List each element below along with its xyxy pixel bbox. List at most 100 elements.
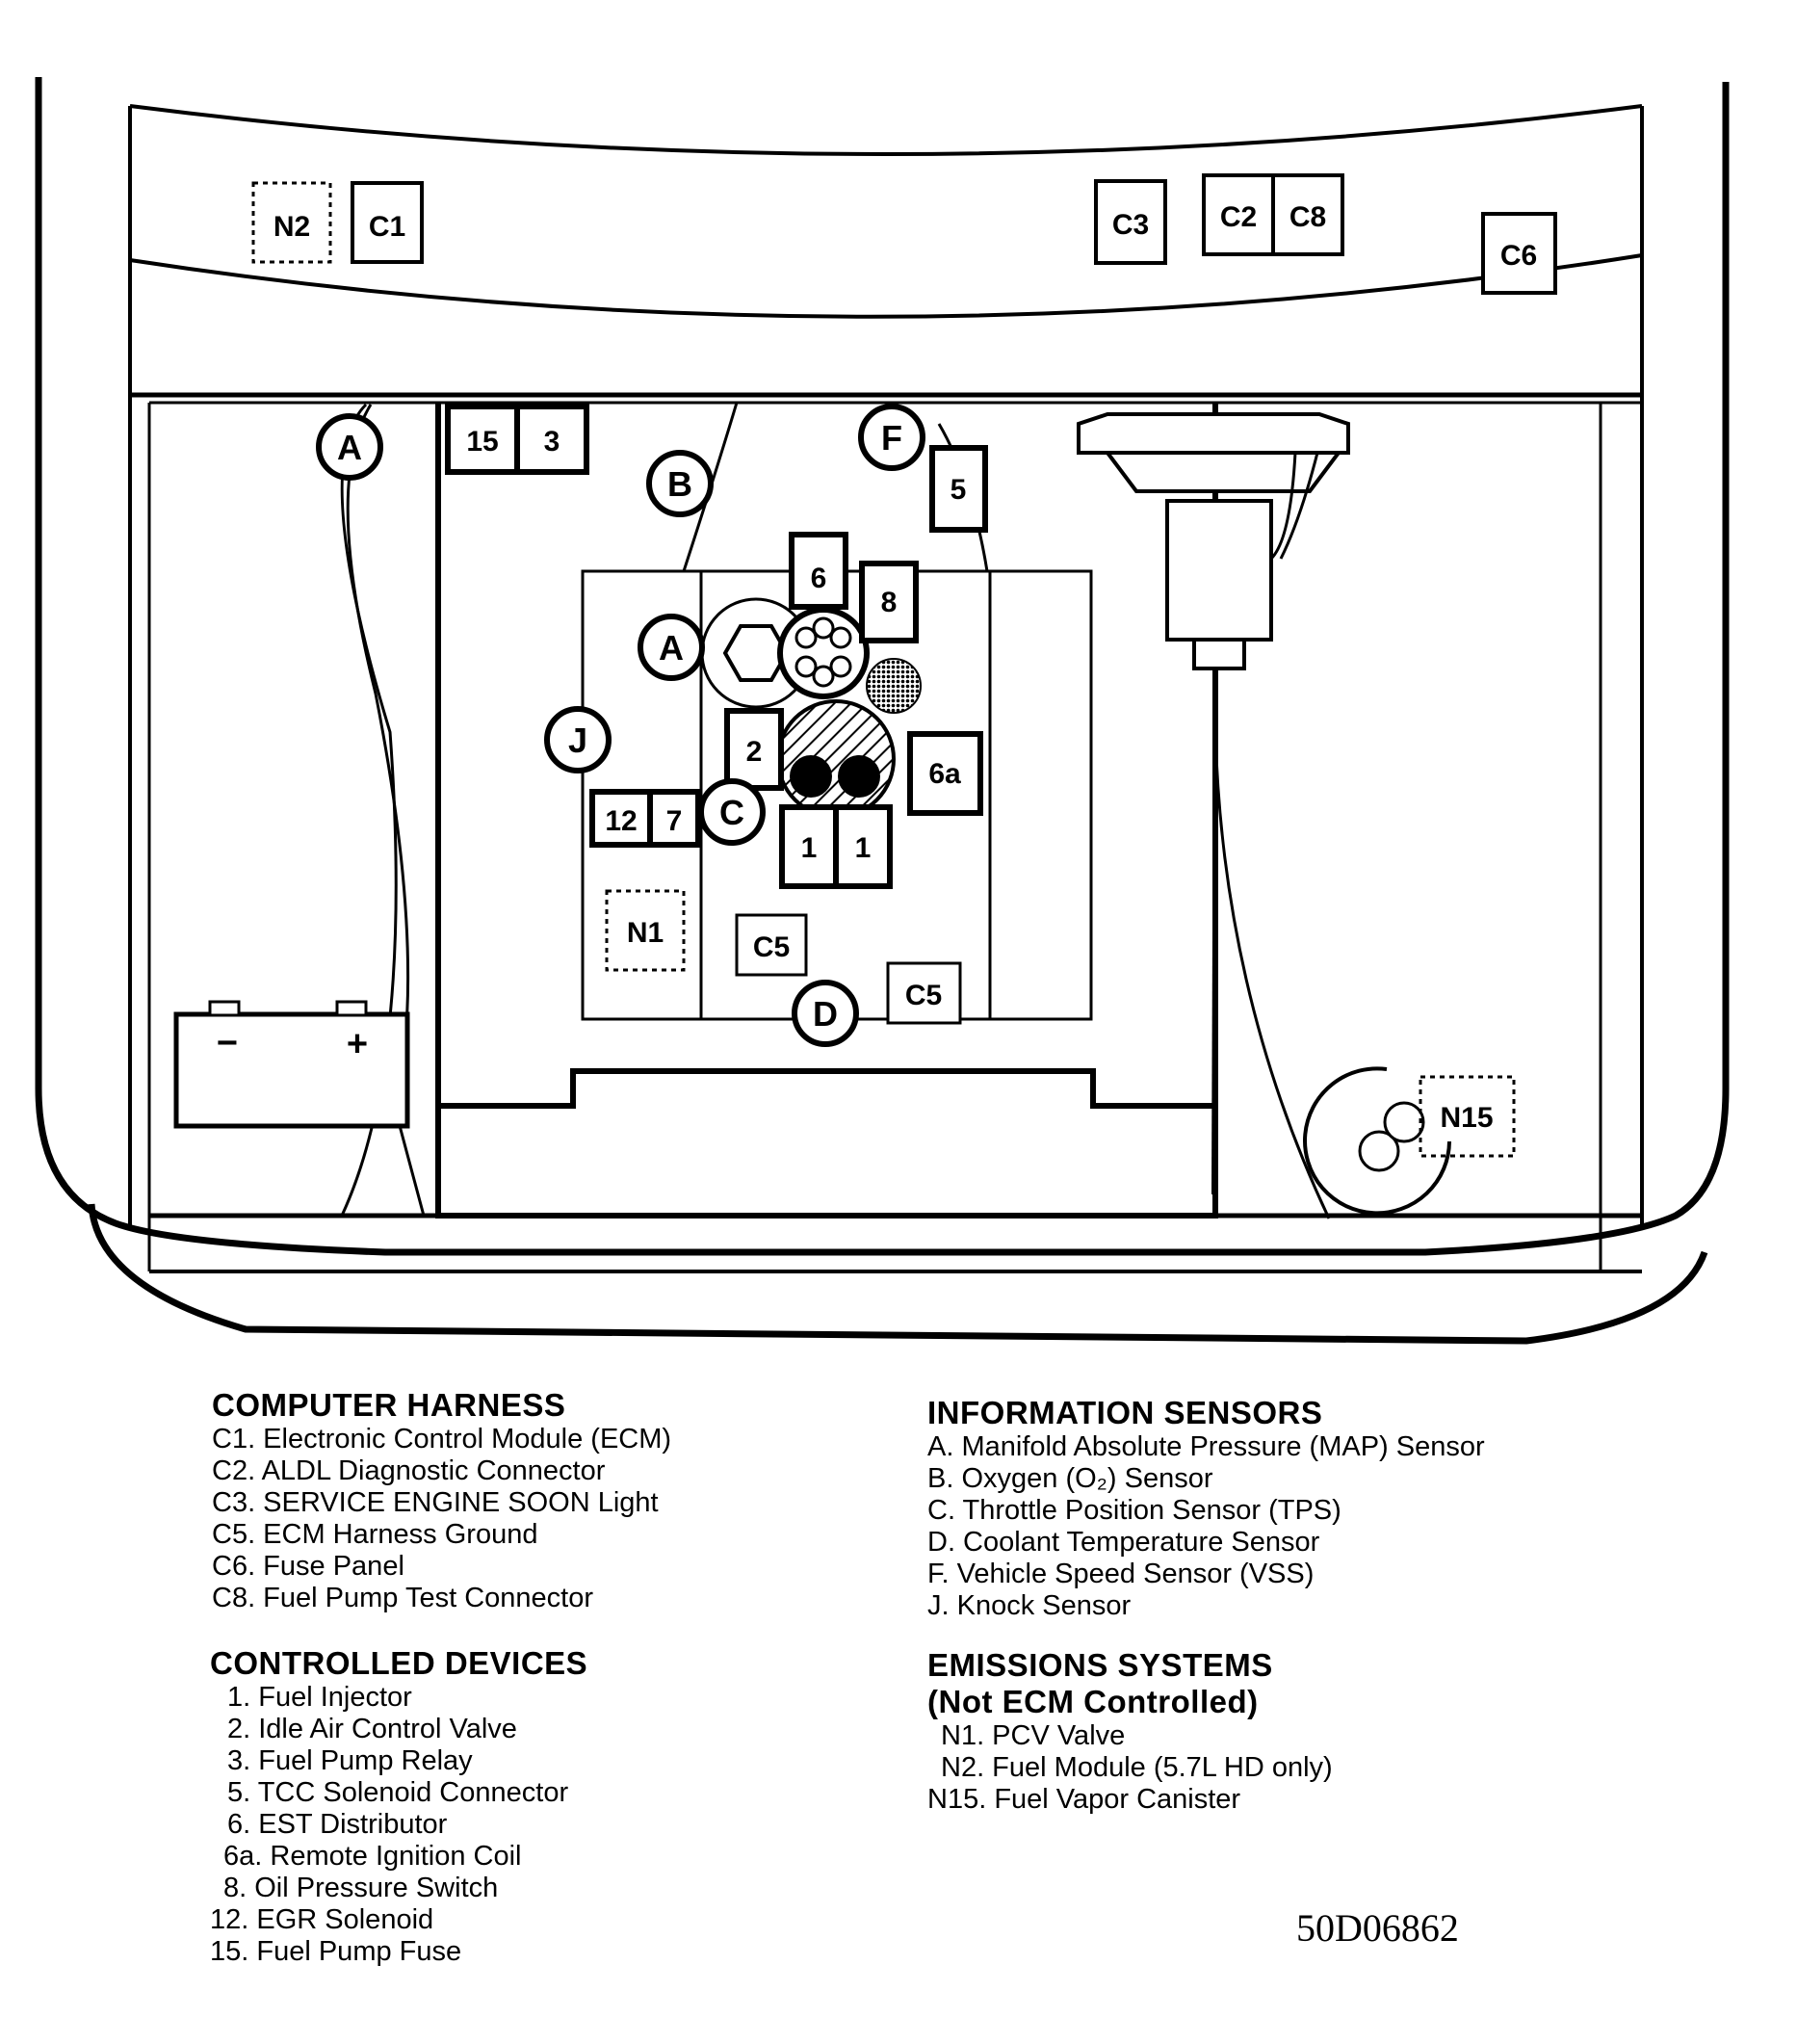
svg-text:J: J bbox=[568, 721, 587, 760]
svg-text:7: 7 bbox=[666, 805, 683, 837]
fuel-vapor-canister bbox=[1303, 1066, 1451, 1216]
sensor-c-callout: C bbox=[698, 778, 766, 846]
ecm-ground-c5-box-upper: C5 bbox=[735, 913, 808, 977]
list-item: A. Manifold Absolute Pressure (MAP) Sens… bbox=[927, 1431, 1485, 1462]
distributor-area bbox=[700, 597, 922, 819]
fuel-pump-relay-3-box: 3 bbox=[514, 404, 589, 475]
svg-text:6a: 6a bbox=[928, 758, 961, 790]
c3-service-light-box: C3 bbox=[1094, 179, 1167, 265]
svg-text:2: 2 bbox=[746, 736, 763, 768]
list-item: 1. Fuel Injector bbox=[227, 1682, 412, 1713]
list-item: 2. Idle Air Control Valve bbox=[227, 1714, 517, 1744]
information-sensors-list: A. Manifold Absolute Pressure (MAP) Sens… bbox=[927, 1431, 1485, 1622]
list-item: C. Throttle Position Sensor (TPS) bbox=[927, 1495, 1341, 1526]
sensor-a-callout-left: A bbox=[316, 413, 383, 481]
controlled-devices-heading: CONTROLLED DEVICES bbox=[210, 1645, 588, 1681]
information-sensors-heading: INFORMATION SENSORS bbox=[927, 1395, 1323, 1430]
computer-harness-heading: COMPUTER HARNESS bbox=[212, 1387, 566, 1423]
svg-text:12: 12 bbox=[605, 805, 637, 837]
battery: − + bbox=[173, 1000, 410, 1129]
list-item: C5. ECM Harness Ground bbox=[212, 1519, 538, 1550]
fuel-injector-1-box-right: 1 bbox=[833, 804, 893, 889]
svg-text:C5: C5 bbox=[905, 980, 942, 1011]
list-item: J. Knock Sensor bbox=[927, 1590, 1132, 1621]
svg-text:5: 5 bbox=[951, 474, 967, 506]
fuel-pump-fuse-15-box: 15 bbox=[445, 404, 520, 475]
legend-emissions-systems: EMISSIONS SYSTEMS (Not ECM Controlled) N… bbox=[927, 1647, 1333, 1816]
emissions-systems-list: N1. PCV Valve N2. Fuel Module (5.7L HD o… bbox=[927, 1720, 1333, 1816]
list-item: 6. EST Distributor bbox=[227, 1809, 448, 1840]
svg-text:F: F bbox=[881, 418, 902, 458]
sensor-f-callout: F bbox=[858, 404, 925, 471]
svg-text:B: B bbox=[667, 464, 692, 504]
list-item: C2. ALDL Diagnostic Connector bbox=[212, 1455, 606, 1486]
svg-text:6: 6 bbox=[811, 563, 827, 594]
sensor-d-callout: D bbox=[792, 980, 859, 1047]
svg-text:1: 1 bbox=[801, 832, 818, 864]
list-item: 12. EGR Solenoid bbox=[210, 1904, 434, 1935]
tcc-solenoid-5-box: 5 bbox=[929, 445, 988, 533]
controlled-devices-list: 1. Fuel Injector 2. Idle Air Control Val… bbox=[210, 1682, 587, 1968]
remote-ignition-coil-6a-box: 6a bbox=[907, 731, 983, 816]
svg-text:C8: C8 bbox=[1289, 201, 1326, 233]
legend-controlled-devices: CONTROLLED DEVICES 1. Fuel Injector 2. I… bbox=[210, 1645, 587, 1968]
list-item: 5. TCC Solenoid Connector bbox=[227, 1777, 569, 1808]
list-item: D. Coolant Temperature Sensor bbox=[927, 1527, 1320, 1558]
fuel-injector-1-box-left: 1 bbox=[779, 804, 839, 889]
list-item: N2. Fuel Module (5.7L HD only) bbox=[941, 1752, 1333, 1783]
list-item: B. Oxygen (O₂) Sensor bbox=[927, 1463, 1213, 1494]
ecm-ground-c5-box-lower: C5 bbox=[886, 961, 962, 1025]
list-item: 15. Fuel Pump Fuse bbox=[210, 1936, 462, 1967]
svg-text:A: A bbox=[337, 428, 362, 467]
air-cleaner bbox=[1077, 412, 1350, 670]
svg-text:C5: C5 bbox=[753, 931, 790, 963]
device-7-box: 7 bbox=[647, 789, 701, 848]
computer-harness-list: C1. Electronic Control Module (ECM) C2. … bbox=[212, 1424, 671, 1614]
fuel-vapor-canister-n15-box: N15 bbox=[1419, 1075, 1516, 1158]
oil-pressure-switch-8-box: 8 bbox=[859, 561, 919, 643]
n2-module-box: N2 bbox=[251, 181, 332, 264]
emissions-systems-heading: EMISSIONS SYSTEMS bbox=[927, 1647, 1273, 1683]
svg-text:8: 8 bbox=[881, 587, 898, 618]
sensor-b-callout: B bbox=[646, 450, 714, 517]
list-item: 3. Fuel Pump Relay bbox=[227, 1745, 473, 1776]
engine-compartment-diagram: − + N2 C1 C3 bbox=[35, 77, 1730, 1345]
svg-text:N2: N2 bbox=[273, 211, 310, 243]
connector-boxes: N2 C1 C3 C2 C8 C6 15 3 bbox=[251, 173, 1557, 1158]
sensor-a-callout-right: A bbox=[638, 614, 705, 681]
sensor-j-callout: J bbox=[544, 706, 612, 773]
est-distributor-6-box: 6 bbox=[789, 532, 848, 610]
emissions-systems-subheading: (Not ECM Controlled) bbox=[927, 1684, 1259, 1719]
svg-text:D: D bbox=[813, 994, 838, 1034]
svg-text:N15: N15 bbox=[1440, 1102, 1493, 1134]
pcv-valve-n1-box: N1 bbox=[605, 889, 686, 972]
list-item: 6a. Remote Ignition Coil bbox=[223, 1841, 522, 1872]
svg-text:C6: C6 bbox=[1500, 240, 1537, 272]
svg-text:15: 15 bbox=[466, 426, 498, 458]
svg-text:3: 3 bbox=[544, 426, 560, 458]
legend-computer-harness: COMPUTER HARNESS C1. Electronic Control … bbox=[212, 1387, 671, 1614]
svg-text:N1: N1 bbox=[627, 917, 664, 949]
list-item: N1. PCV Valve bbox=[941, 1720, 1126, 1751]
c6-fuse-panel-box: C6 bbox=[1481, 212, 1557, 295]
list-item: C6. Fuse Panel bbox=[212, 1551, 404, 1582]
legend-information-sensors: INFORMATION SENSORS A. Manifold Absolute… bbox=[927, 1395, 1485, 1622]
svg-text:A: A bbox=[659, 628, 684, 668]
list-item: C8. Fuel Pump Test Connector bbox=[212, 1583, 593, 1613]
idle-air-control-2-box: 2 bbox=[724, 708, 784, 791]
c2-aldl-box: C2 bbox=[1202, 173, 1275, 256]
list-item: 8. Oil Pressure Switch bbox=[223, 1873, 499, 1903]
list-item: N15. Fuel Vapor Canister bbox=[927, 1784, 1241, 1815]
battery-positive-label: + bbox=[347, 1024, 368, 1064]
list-item: F. Vehicle Speed Sensor (VSS) bbox=[927, 1559, 1315, 1589]
battery-negative-label: − bbox=[217, 1023, 238, 1063]
list-item: C3. SERVICE ENGINE SOON Light bbox=[212, 1487, 659, 1518]
sensor-callouts: A B F A J C D bbox=[316, 404, 925, 1047]
reference-number: 50D06862 bbox=[1296, 1906, 1459, 1950]
c8-fuel-pump-test-box: C8 bbox=[1271, 173, 1344, 256]
svg-text:C1: C1 bbox=[369, 211, 405, 243]
list-item: C1. Electronic Control Module (ECM) bbox=[212, 1424, 672, 1454]
svg-text:1: 1 bbox=[855, 832, 872, 864]
egr-solenoid-12-box: 12 bbox=[589, 789, 653, 848]
svg-text:C2: C2 bbox=[1220, 201, 1257, 233]
